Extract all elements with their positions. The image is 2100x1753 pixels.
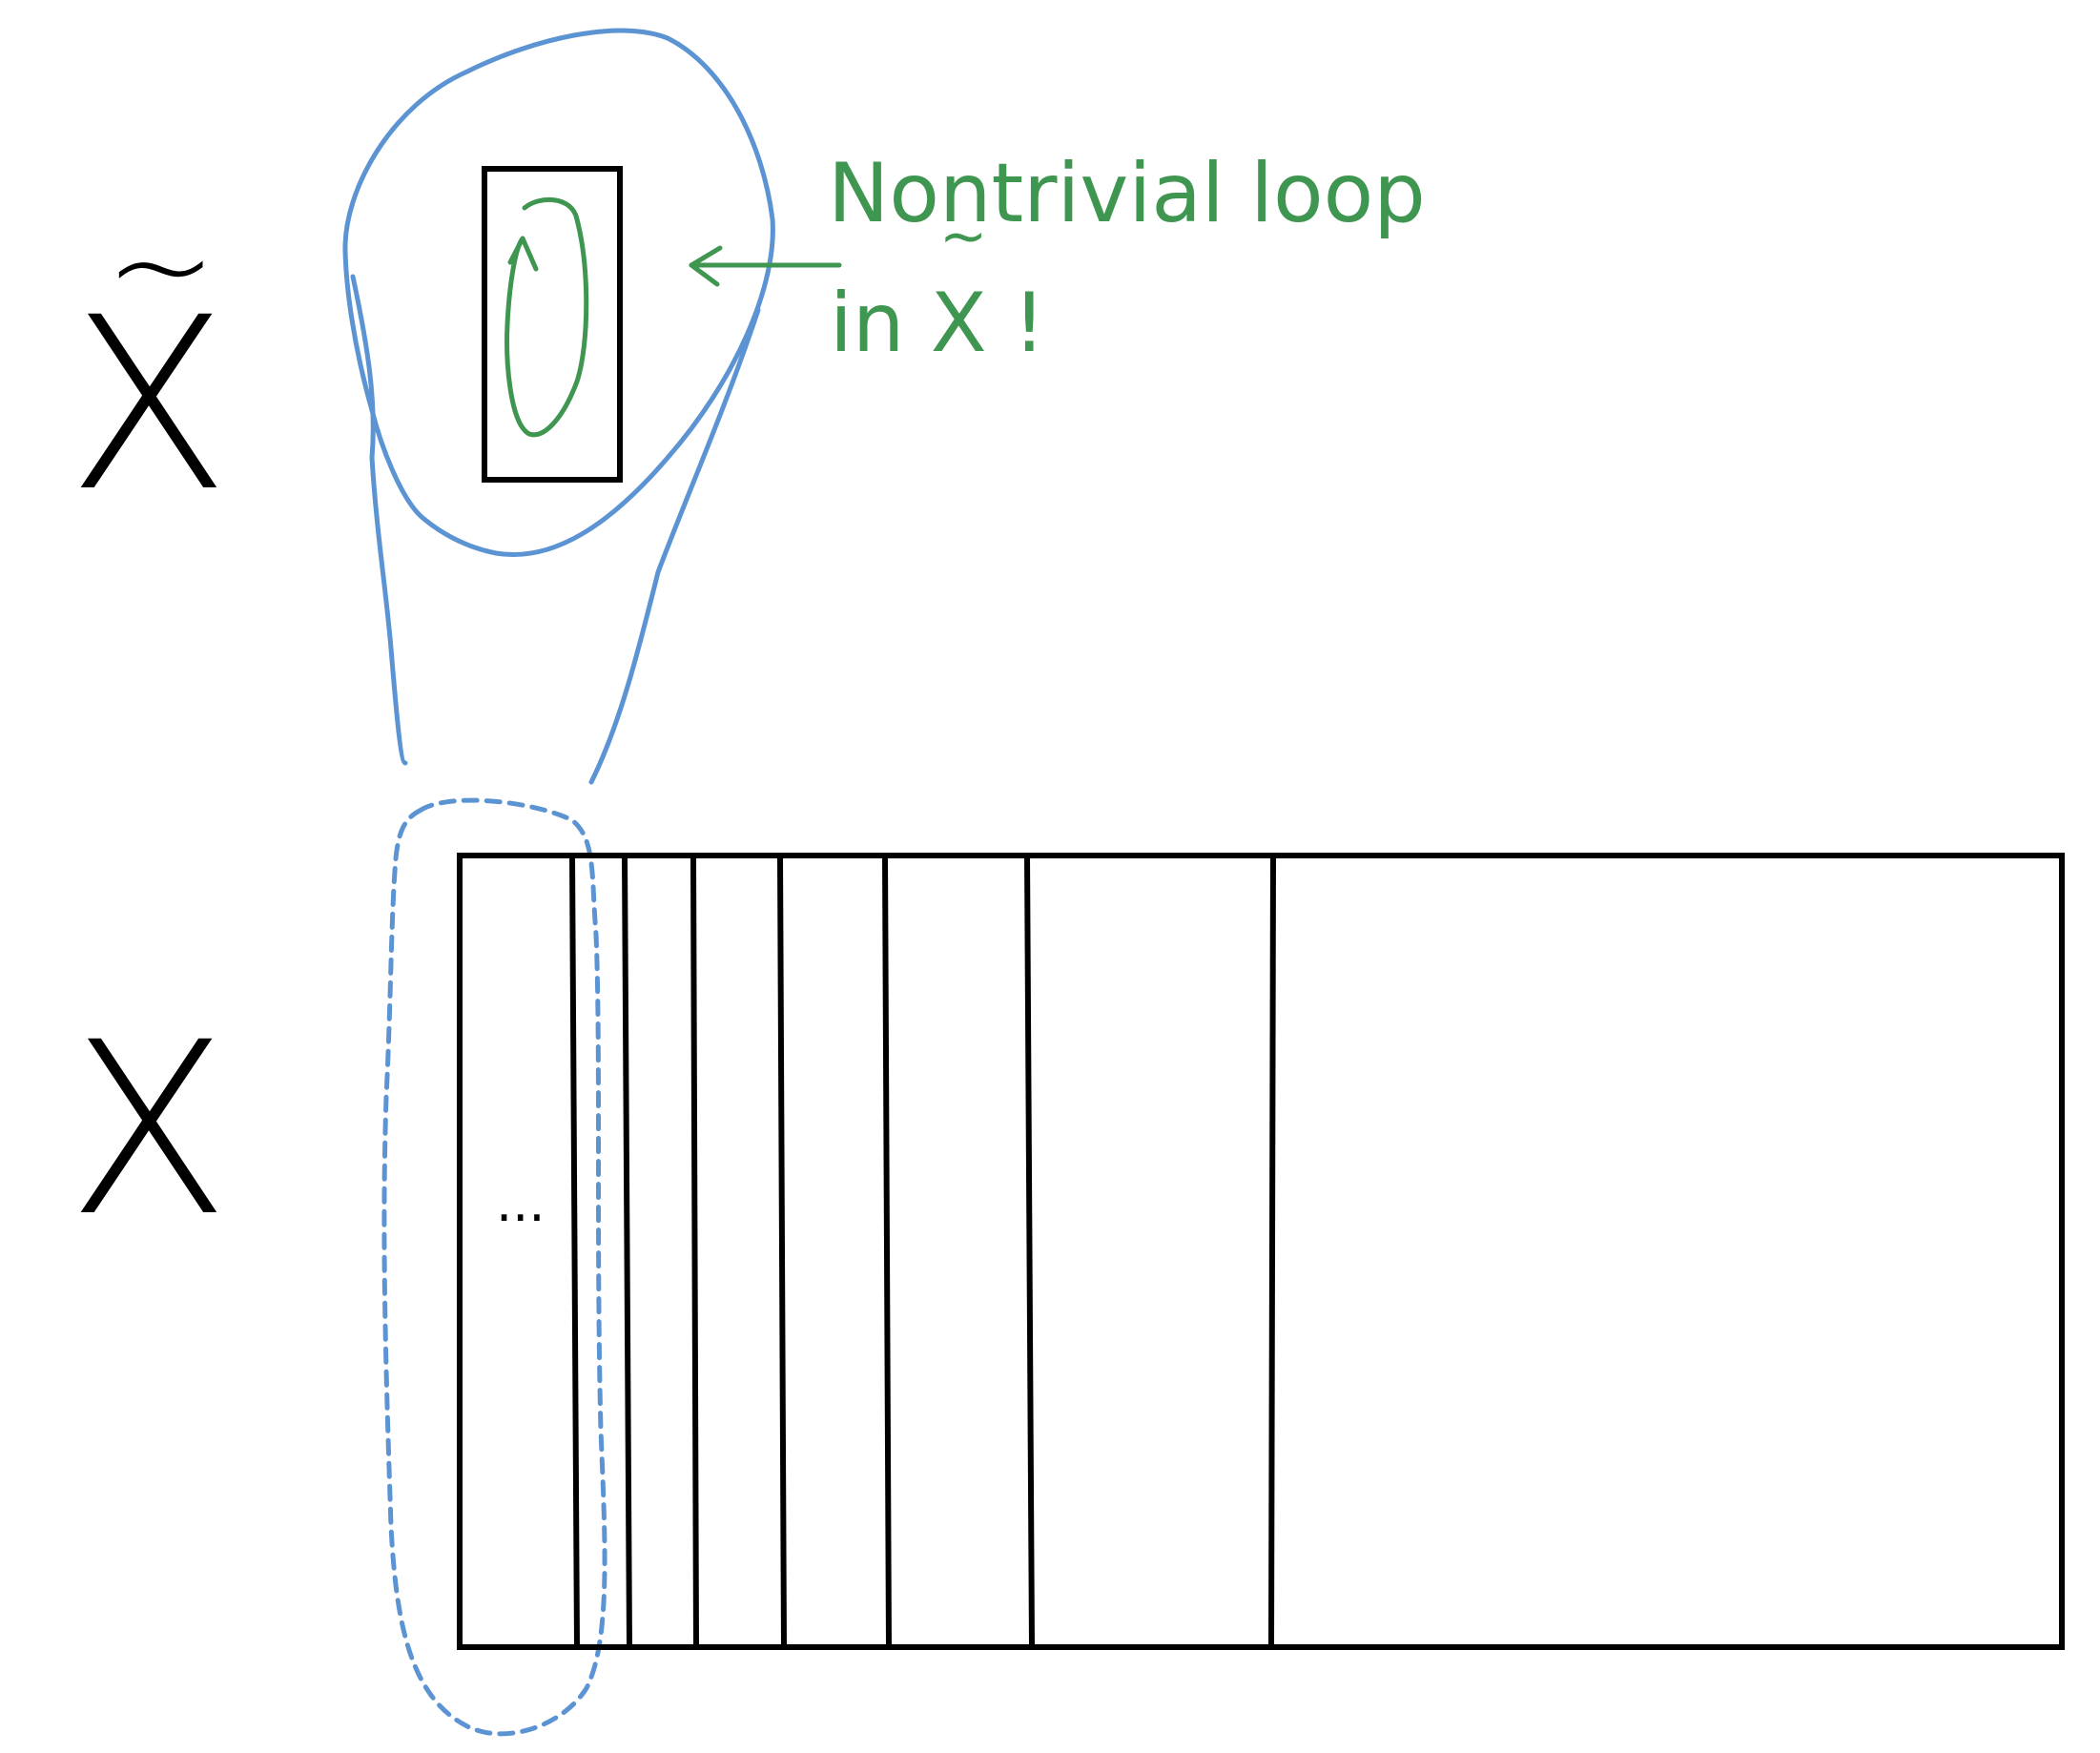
base-space-label: X [67,991,231,1268]
strip-line-5 [882,855,892,1648]
base-rectangle [457,853,2065,1650]
loop-arrowhead [507,236,539,272]
strip-line-2 [622,855,632,1648]
base-neighborhood [381,797,607,1737]
cover-rectangle [482,166,623,483]
annotation-arrowhead [689,245,723,287]
strip-line-7 [1268,855,1276,1648]
cover-space-label: X [67,266,231,544]
strip-line-3 [690,855,699,1648]
annotation-line-2: in X ! [830,276,1046,371]
strip-line-6 [1024,855,1035,1648]
cover-tilde-label: ~ [105,189,217,344]
annotation-tilde: ~ [939,203,988,270]
connector-right [588,307,761,785]
strip-line-1 [569,855,580,1648]
strip-line-4 [777,855,787,1648]
nontrivial-loop [504,196,589,438]
ellipsis-label: ... [496,1173,546,1233]
connector-left [350,274,408,766]
base-strips [569,855,1276,1648]
annotation-line-1: Nontrivial loop [828,146,1426,241]
zoom-bubble [342,28,775,557]
